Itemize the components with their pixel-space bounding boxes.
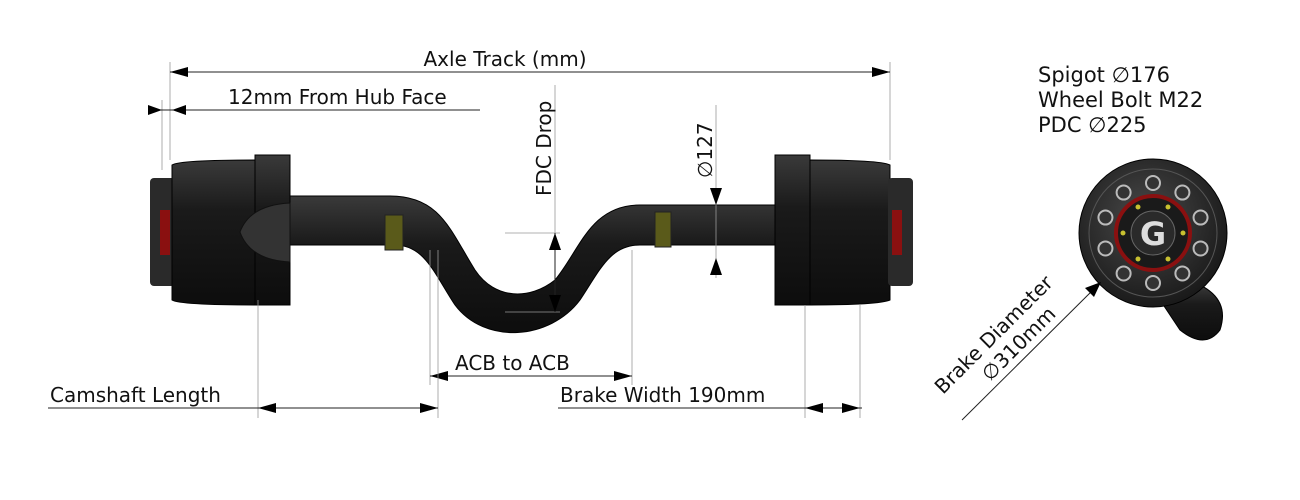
wheel-bolt bbox=[1145, 175, 1161, 191]
left-red-ring bbox=[160, 210, 170, 255]
brand-logo: G bbox=[1140, 215, 1166, 253]
pdc-dot bbox=[1135, 204, 1141, 210]
hub-specs: Spigot ∅176 Wheel Bolt M22 PDC ∅225 bbox=[1038, 63, 1203, 137]
fdc-drop-label: FDC Drop bbox=[532, 101, 556, 196]
acb-label: ACB to ACB bbox=[455, 351, 570, 375]
axle-body bbox=[150, 154, 913, 334]
axle-track-label: Axle Track (mm) bbox=[424, 47, 587, 71]
brake-width-dimension: Brake Width 190mm bbox=[558, 305, 862, 418]
pdc-dot bbox=[1120, 230, 1126, 236]
wheel-bolt bbox=[1174, 265, 1191, 282]
hub-face-dimension: 12mm From Hub Face bbox=[148, 85, 480, 170]
pdc-dot bbox=[1180, 230, 1186, 236]
wheel-bolt bbox=[1145, 275, 1161, 291]
wheel-bolt bbox=[1097, 240, 1114, 257]
right-cam-bracket bbox=[654, 211, 672, 248]
pdc-spec: PDC ∅225 bbox=[1038, 113, 1147, 137]
hub-cap bbox=[1130, 210, 1176, 256]
tube-diameter-label: ∅127 bbox=[693, 122, 717, 178]
pdc-dot bbox=[1165, 256, 1171, 262]
wheel-bolt bbox=[1097, 209, 1114, 226]
axle-track-dimension: Axle Track (mm) bbox=[169, 47, 891, 160]
hub-end-view: G bbox=[1078, 158, 1228, 341]
wheel-bolt bbox=[1115, 184, 1132, 201]
right-red-ring bbox=[892, 210, 902, 255]
wheel-bolt bbox=[1115, 265, 1132, 282]
pdc-dots bbox=[1120, 204, 1186, 262]
brake-diameter-dimension: Brake Diameter ∅310mm bbox=[930, 270, 1101, 421]
camshaft-dimension: Camshaft Length bbox=[48, 250, 439, 418]
pdc-dot bbox=[1165, 204, 1171, 210]
wheel-bolt bbox=[1192, 209, 1209, 226]
spigot-spec: Spigot ∅176 bbox=[1038, 63, 1170, 87]
hub-ring bbox=[1088, 168, 1218, 298]
tube-diameter-dimension: ∅127 bbox=[693, 105, 722, 278]
wheel-bolts bbox=[1097, 175, 1209, 291]
brake-width-label: Brake Width 190mm bbox=[560, 383, 765, 407]
left-cutaway bbox=[239, 202, 291, 263]
pdc-dot bbox=[1135, 256, 1141, 262]
hub-face-label: 12mm From Hub Face bbox=[228, 85, 447, 109]
wheel-bolt bbox=[1192, 240, 1209, 257]
acb-dimension: ACB to ACB bbox=[429, 250, 633, 385]
wheel-bolt-spec: Wheel Bolt M22 bbox=[1038, 88, 1203, 112]
left-cam-bracket bbox=[384, 214, 404, 251]
right-hub-drum bbox=[809, 159, 891, 306]
wheel-bolt bbox=[1174, 184, 1191, 201]
right-brake-drum bbox=[774, 154, 811, 306]
camshaft-label: Camshaft Length bbox=[50, 383, 221, 407]
fdc-drop-dimension: FDC Drop bbox=[505, 85, 561, 313]
